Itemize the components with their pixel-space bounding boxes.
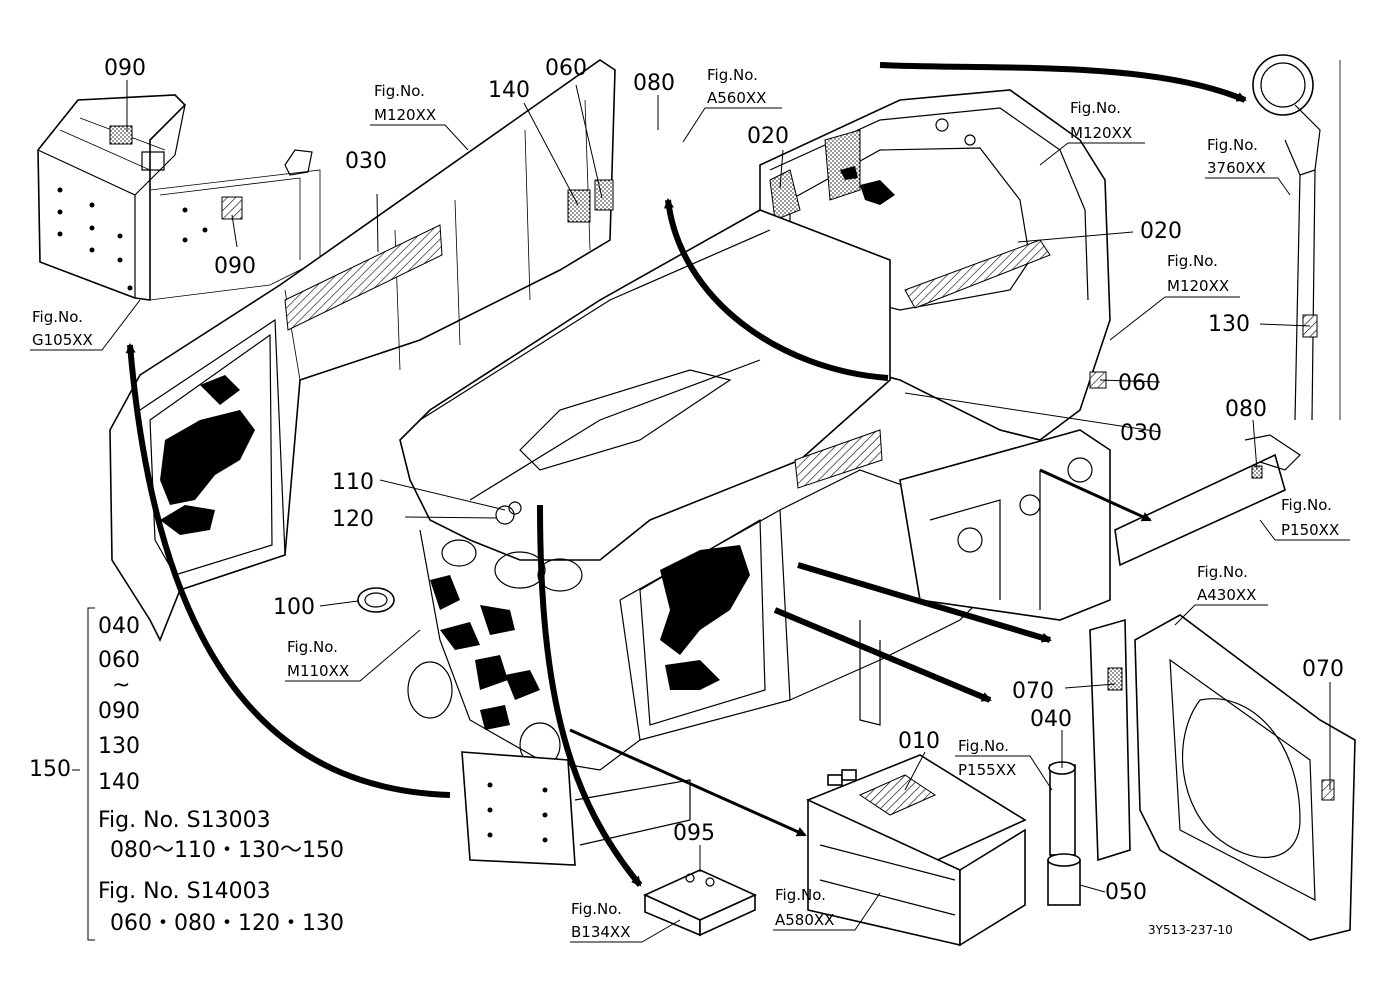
fig-label-m110: Fig.No. xyxy=(287,638,338,656)
main-hood xyxy=(399,209,1021,771)
callout-090-lower: 090 xyxy=(214,254,256,279)
callout-140: 140 xyxy=(488,78,530,103)
kit-line-2: ~ xyxy=(112,673,130,698)
fig-code-p155: P155XX xyxy=(958,761,1016,779)
fig-label-m120-left: Fig.No. xyxy=(374,82,425,100)
kit-parts-s14003: 060・080・120・130 xyxy=(110,911,344,936)
rear-cover-panel xyxy=(37,94,321,301)
callout-100: 100 xyxy=(273,595,315,620)
callout-080-right: 080 xyxy=(1225,397,1267,422)
figure-references: Fig.No. G105XX Fig.No. M120XX Fig.No. A5… xyxy=(32,66,1339,941)
kit-parts-s13003: 080～110・130～150 xyxy=(110,838,344,863)
fig-label-a430: Fig.No. xyxy=(1197,563,1248,581)
bracket-p150 xyxy=(1114,434,1301,567)
side-shroud-a430 xyxy=(1089,614,1356,941)
callout-020-roof: 020 xyxy=(747,124,789,149)
fig-code-a580: A580XX xyxy=(775,911,834,929)
fig-label-m120-roof: Fig.No. xyxy=(1070,99,1121,117)
kit-line-0: 040 xyxy=(98,614,140,639)
fig-code-m120-left: M120XX xyxy=(374,106,436,124)
callout-020-right: 020 xyxy=(1140,219,1182,244)
fig-code-a430: A430XX xyxy=(1197,586,1256,604)
callout-030-right: 030 xyxy=(1120,421,1162,446)
callout-095: 095 xyxy=(673,821,715,846)
callout-060-top: 060 xyxy=(545,56,587,81)
leader-lines xyxy=(30,80,1350,943)
fig-code-m110: M110XX xyxy=(287,662,349,680)
callout-050: 050 xyxy=(1105,880,1147,905)
lower-mounts xyxy=(461,751,691,866)
callout-030-left: 030 xyxy=(345,149,387,174)
fig-code-m120-right: M120XX xyxy=(1167,277,1229,295)
kit-ref-s13003: Fig. No. S13003 xyxy=(98,808,271,833)
fig-label-p155: Fig.No. xyxy=(958,737,1009,755)
callout-130: 130 xyxy=(1208,312,1250,337)
callout-120: 120 xyxy=(332,507,374,532)
kit-ref-s14003: Fig. No. S14003 xyxy=(98,879,271,904)
kit-number: 150 xyxy=(29,757,71,782)
callout-090-top: 090 xyxy=(104,56,146,81)
fig-label-g105: Fig.No. xyxy=(32,308,83,326)
callout-numbers: 090 090 030 140 060 080 020 020 130 060 … xyxy=(104,56,1344,905)
fig-code-3760: 3760XX xyxy=(1207,159,1266,177)
gas-strut-p155 xyxy=(1047,761,1081,906)
kit-line-3: 090 xyxy=(98,699,140,724)
callout-060-right: 060 xyxy=(1118,371,1160,396)
engine-frame xyxy=(859,429,1111,726)
callout-110: 110 xyxy=(332,470,374,495)
callout-070-right: 070 xyxy=(1302,657,1344,682)
fig-label-m120-right: Fig.No. xyxy=(1167,252,1218,270)
fig-label-a560: Fig.No. xyxy=(707,66,758,84)
left-side-panel xyxy=(109,59,616,642)
callout-010: 010 xyxy=(898,729,940,754)
battery-a580 xyxy=(806,754,1027,947)
kit-line-1: 060 xyxy=(98,648,140,673)
fig-label-3760: Fig.No. xyxy=(1207,136,1258,154)
fig-code-m120-roof: M120XX xyxy=(1070,124,1132,142)
fig-code-a560: A560XX xyxy=(707,89,766,107)
control-unit-b134 xyxy=(643,869,757,937)
drawing-code: 3Y513-237-10 xyxy=(1148,923,1233,937)
exhaust-pipe xyxy=(1252,54,1341,421)
fig-label-a580: Fig.No. xyxy=(775,886,826,904)
fig-label-p150: Fig.No. xyxy=(1281,496,1332,514)
kit-list: 150 040 060 ~ 090 130 140 Fig. No. S1300… xyxy=(29,614,344,936)
gasket-part-100 xyxy=(357,587,395,613)
fig-code-p150: P150XX xyxy=(1281,521,1339,539)
kit-line-4: 130 xyxy=(98,734,140,759)
callout-040: 040 xyxy=(1030,707,1072,732)
callout-070-left: 070 xyxy=(1012,679,1054,704)
fig-code-b134: B134XX xyxy=(571,923,630,941)
assembly-arrows xyxy=(125,62,1247,887)
kit-line-5: 140 xyxy=(98,770,140,795)
callout-080-top: 080 xyxy=(633,71,675,96)
fig-label-b134: Fig.No. xyxy=(571,900,622,918)
fig-code-g105: G105XX xyxy=(32,331,93,349)
